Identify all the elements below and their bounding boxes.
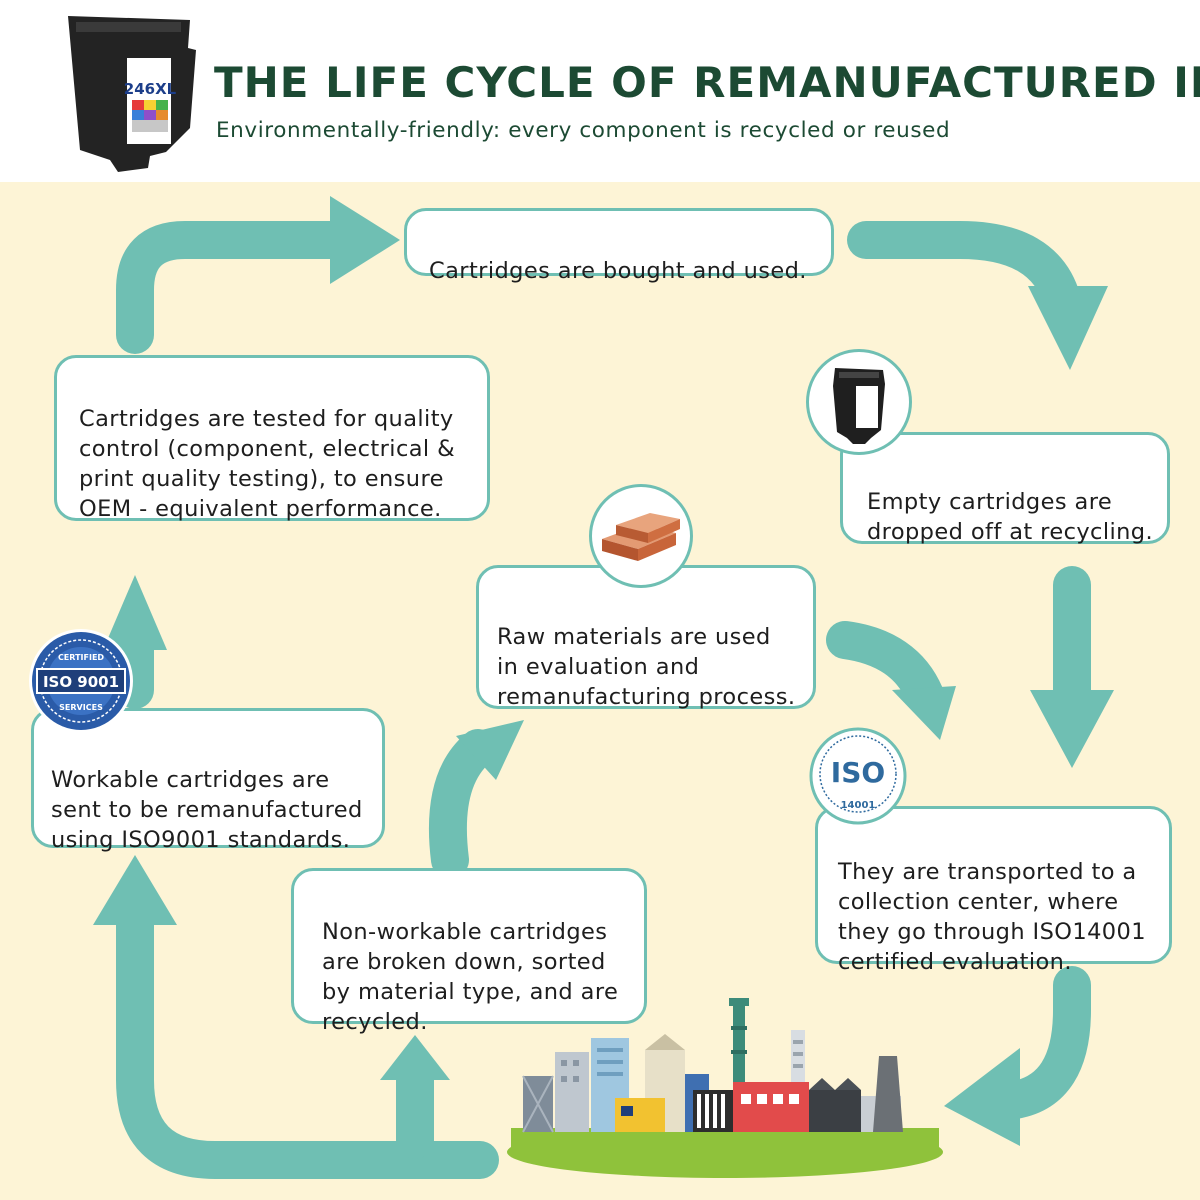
arrowhead-transported xyxy=(1030,690,1114,768)
raw-materials-badge xyxy=(589,484,693,588)
arrow-raw-to-evaluation xyxy=(826,621,944,714)
page-title: THE LIFE CYCLE OF REMANUFACTURED INK xyxy=(214,58,1200,107)
step-dropped-text: Empty cartridges are dropped off at recy… xyxy=(867,489,1154,545)
arrowhead-dropped xyxy=(1028,286,1108,370)
step-broken-text: Non-workable cartridges are broken down,… xyxy=(322,919,619,1035)
step-broken: Non-workable cartridges are broken down,… xyxy=(291,868,647,1035)
iso9001-bottom-text: SERVICES xyxy=(59,703,103,712)
step-bought: Cartridges are bought and used. xyxy=(404,208,834,284)
empty-cartridge-badge xyxy=(806,349,912,455)
header: 246XL THE LIFE CYCLE OF REMANUFACTURED I… xyxy=(0,0,1200,182)
arrow-transported-to-factory xyxy=(996,966,1091,1119)
step-workable-text: Workable cartridges are sent to be reman… xyxy=(51,767,363,853)
ink-cartridge-image: 246XL xyxy=(68,16,196,172)
page-subtitle: Environmentally-friendly: every componen… xyxy=(216,118,951,143)
arrow-broken-to-raw xyxy=(429,729,497,879)
arrowhead-bought xyxy=(330,196,400,284)
arrow-factory-to-workable xyxy=(116,901,499,1179)
iso14001-number: 14001 xyxy=(841,800,876,811)
arrowhead-tested xyxy=(103,575,167,650)
iso9001-label: ISO 9001 xyxy=(43,673,119,691)
arrowhead-raw xyxy=(456,720,524,780)
step-bought-text: Cartridges are bought and used. xyxy=(429,258,807,284)
step-tested-text: Cartridges are tested for quality contro… xyxy=(79,406,456,522)
step-raw: Raw materials are used in evaluation and… xyxy=(476,565,816,710)
arrowhead-workable xyxy=(93,855,177,925)
arrowhead-factory xyxy=(944,1048,1020,1146)
step-transported: They are transported to a collection cen… xyxy=(815,806,1172,975)
iso9001-badge: ISO 9001 CERTIFIED SERVICES xyxy=(29,629,133,733)
cartridge-icon xyxy=(833,368,885,444)
arrowhead-evaluation xyxy=(892,686,956,740)
step-raw-text: Raw materials are used in evaluation and… xyxy=(497,624,796,710)
wood-blocks-icon xyxy=(602,513,680,561)
arrow-tested-to-bought xyxy=(116,221,354,354)
step-workable: Workable cartridges are sent to be reman… xyxy=(31,708,385,853)
factory-illustration xyxy=(507,998,943,1178)
arrowhead-broken xyxy=(380,1035,450,1080)
iso9001-top-text: CERTIFIED xyxy=(58,653,104,662)
step-dropped: Empty cartridges are dropped off at recy… xyxy=(840,432,1170,545)
iso14001-label: ISO xyxy=(831,756,885,789)
product-label: 246XL xyxy=(124,80,177,98)
step-tested: Cartridges are tested for quality contro… xyxy=(54,355,490,522)
step-transported-text: They are transported to a collection cen… xyxy=(838,859,1146,975)
iso14001-badge: ISO 14001 xyxy=(809,727,907,825)
